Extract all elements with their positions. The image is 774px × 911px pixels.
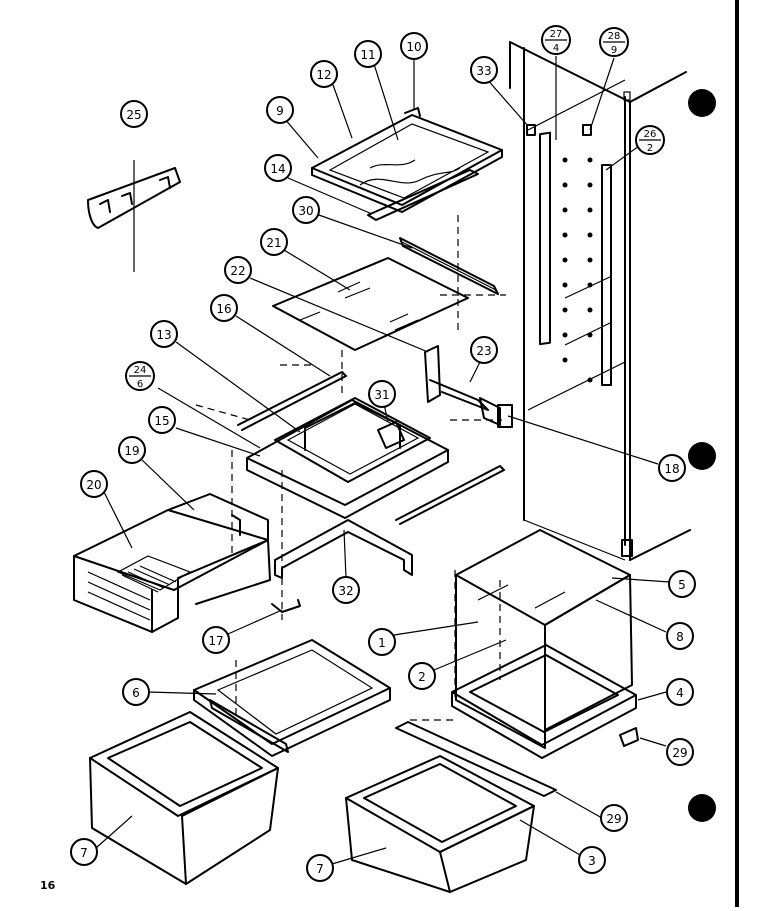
svg-text:31: 31 — [374, 388, 389, 402]
callout-22: 22 — [224, 256, 252, 284]
svg-text:32: 32 — [338, 584, 353, 598]
callout-2: 2 — [408, 662, 436, 690]
callout-20: 20 — [80, 470, 108, 498]
svg-text:30: 30 — [298, 204, 313, 218]
callout-23: 23 — [470, 336, 498, 364]
callout-7-right: 7 — [306, 854, 334, 882]
svg-text:7: 7 — [316, 862, 324, 876]
callout-15: 15 — [148, 406, 176, 434]
page-number: 16 — [40, 879, 56, 892]
callout-19: 19 — [118, 436, 146, 464]
crisper-cover-6 — [193, 639, 391, 757]
callout-7-left: 7 — [70, 838, 98, 866]
svg-text:5: 5 — [678, 578, 686, 592]
svg-text:20: 20 — [86, 478, 101, 492]
assembly-lines — [195, 215, 506, 721]
svg-text:2: 2 — [418, 670, 426, 684]
drawer-frame-4 — [395, 644, 639, 797]
registration-dot — [688, 89, 716, 117]
callout-29: 29 — [666, 738, 694, 766]
shelf-bracket-23 — [424, 345, 513, 428]
shelf-rail-30 — [399, 237, 499, 295]
callout-17: 17 — [202, 626, 230, 654]
callout-14: 14 — [264, 154, 292, 182]
svg-text:11: 11 — [360, 48, 375, 62]
callout-24-over-6: 24 6 — [125, 361, 155, 391]
svg-text:19: 19 — [124, 444, 139, 458]
svg-text:1: 1 — [378, 636, 386, 650]
callout-28-over-9: 28 9 — [599, 27, 629, 57]
svg-text:22: 22 — [230, 264, 245, 278]
svg-text:14: 14 — [270, 162, 285, 176]
crisper-drawer-7-left — [89, 711, 279, 885]
svg-text:24: 24 — [134, 365, 147, 376]
svg-text:28: 28 — [608, 31, 621, 42]
svg-text:9: 9 — [611, 45, 617, 56]
svg-text:6: 6 — [137, 379, 143, 390]
svg-text:26: 26 — [644, 129, 657, 140]
svg-text:6: 6 — [132, 686, 140, 700]
crisper-drawer-20 — [73, 493, 271, 633]
registration-dot — [688, 442, 716, 470]
svg-text:13: 13 — [156, 328, 171, 342]
svg-text:33: 33 — [476, 64, 491, 78]
svg-text:18: 18 — [664, 462, 679, 476]
svg-text:17: 17 — [208, 634, 223, 648]
callout-10: 10 — [400, 32, 428, 60]
callout-1: 1 — [368, 628, 396, 656]
shelf-rails — [526, 91, 633, 557]
callout-21: 21 — [260, 228, 288, 256]
svg-text:9: 9 — [276, 104, 284, 118]
callout-5: 5 — [668, 570, 696, 598]
svg-text:8: 8 — [676, 630, 684, 644]
svg-text:21: 21 — [266, 236, 281, 250]
callout-26-over-2: 26 2 — [635, 125, 665, 155]
svg-text:4: 4 — [676, 686, 684, 700]
svg-text:23: 23 — [476, 344, 491, 358]
svg-text:2: 2 — [647, 143, 653, 154]
svg-text:16: 16 — [216, 302, 231, 316]
svg-text:29: 29 — [672, 746, 687, 760]
callout-12: 12 — [310, 60, 338, 88]
crisper-cover-frame — [237, 371, 505, 525]
svg-text:7: 7 — [80, 846, 88, 860]
callout-13: 13 — [150, 320, 178, 348]
svg-text:4: 4 — [553, 43, 559, 54]
callout-18: 18 — [658, 454, 686, 482]
meat-pan-5 — [455, 529, 633, 749]
svg-text:3: 3 — [588, 854, 596, 868]
callout-16: 16 — [210, 294, 238, 322]
callout-31: 31 — [368, 380, 396, 408]
callout-27-over-4: 27 4 — [541, 25, 571, 55]
cabinet-liner — [509, 41, 691, 561]
callout-6: 6 — [122, 678, 150, 706]
callout-29-lower: 29 — [600, 804, 628, 832]
callout-4: 4 — [666, 678, 694, 706]
bracket-32 — [271, 519, 413, 613]
svg-text:10: 10 — [406, 40, 421, 54]
shelf-edge-25 — [87, 167, 181, 229]
leader-lines — [95, 56, 671, 865]
top-glass-shelf — [311, 107, 503, 221]
crisper-drawer-7-right — [345, 755, 535, 893]
callout-3: 3 — [578, 846, 606, 874]
glass-shelf-21 — [272, 257, 469, 351]
callout-9: 9 — [266, 96, 294, 124]
svg-text:25: 25 — [126, 108, 141, 122]
svg-text:29: 29 — [606, 812, 621, 826]
svg-text:27: 27 — [550, 29, 563, 40]
callout-8: 8 — [666, 622, 694, 650]
svg-text:15: 15 — [154, 414, 169, 428]
callout-30: 30 — [292, 196, 320, 224]
svg-text:12: 12 — [316, 68, 331, 82]
callout-32: 32 — [332, 576, 360, 604]
registration-dot — [688, 794, 716, 822]
page-border-bar — [735, 0, 739, 907]
callout-11: 11 — [354, 40, 382, 68]
callout-33: 33 — [470, 56, 498, 84]
callout-25: 25 — [120, 100, 148, 128]
